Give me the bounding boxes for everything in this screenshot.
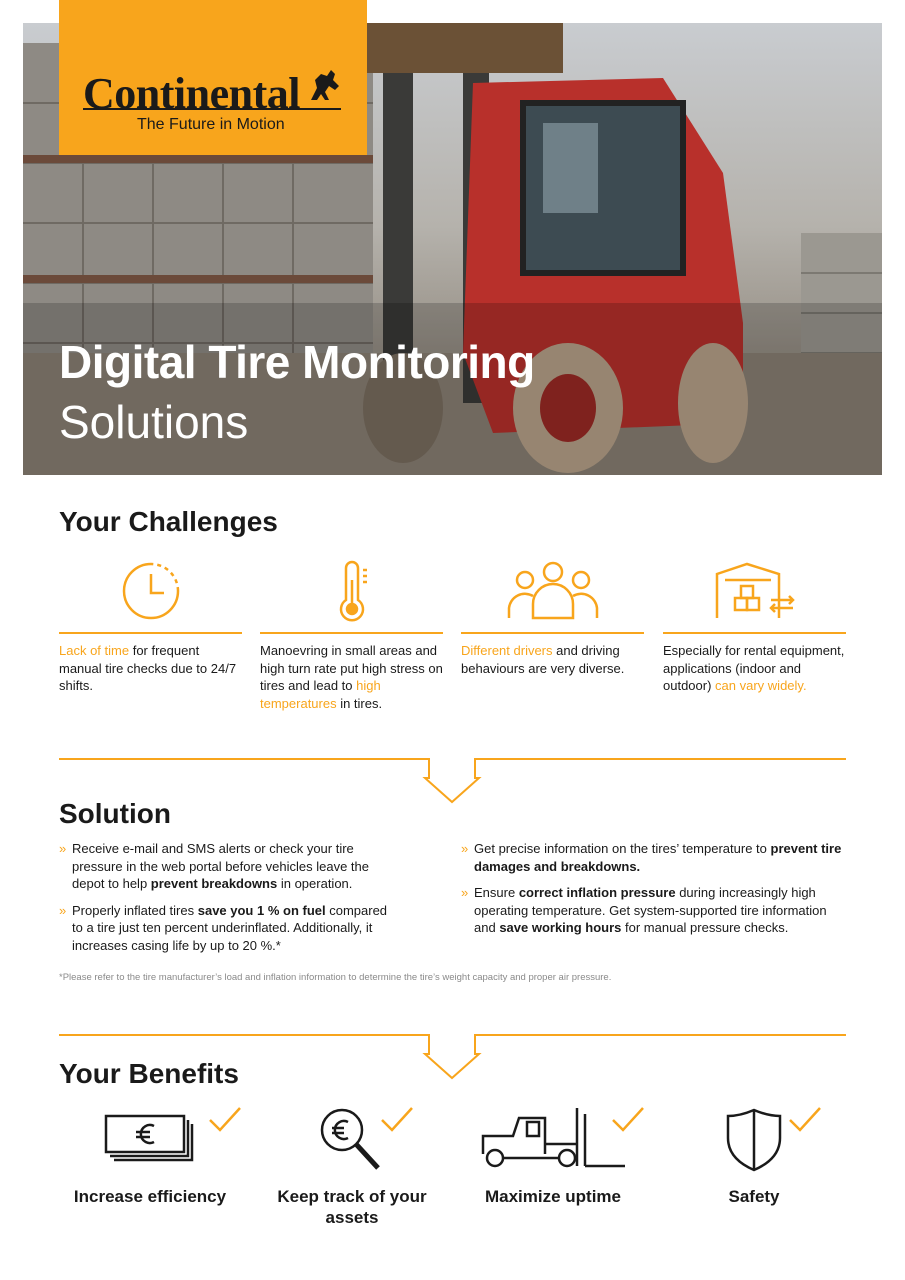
solution-right-column: Get precise information on the tires’ te… — [461, 840, 851, 946]
logo-wordmark: Continental — [83, 69, 300, 118]
horse-logo-icon — [311, 70, 339, 100]
challenge-rule — [260, 632, 443, 634]
solution-heading: Solution — [59, 798, 171, 829]
benefit-item: Increase efficiency — [50, 1104, 250, 1207]
benefit-item: Maximize uptime — [453, 1104, 653, 1207]
challenge-text: Different drivers and driving behaviours… — [461, 643, 625, 676]
clock-icon — [59, 560, 242, 622]
logo-tagline: The Future in Motion — [137, 116, 285, 133]
benefit-item: Keep track of your assets — [252, 1104, 452, 1228]
thermometer-icon — [260, 560, 443, 622]
challenge-item: Different drivers and driving behaviours… — [461, 560, 644, 677]
logo-underline — [83, 108, 341, 110]
hero-title: Digital Tire Monitoring — [59, 336, 535, 388]
benefits-heading: Your Benefits — [59, 1058, 239, 1089]
shield-icon — [726, 1107, 821, 1172]
solution-bullet: Get precise information on the tires’ te… — [461, 840, 851, 875]
challenge-text: Manoevring in small areas and high turn … — [260, 643, 443, 711]
hero-subtitle: Solutions — [59, 396, 249, 448]
footnote: *Please refer to the tire manufacturer’s… — [59, 972, 612, 983]
solution-left-column: Receive e-mail and SMS alerts or check y… — [59, 840, 399, 963]
solution-bullet: Ensure correct inflation pressure during… — [461, 884, 851, 937]
challenge-item: Lack of time for frequent manual tire ch… — [59, 560, 242, 695]
chevron-divider — [59, 758, 846, 804]
continental-logo: Continental The Future in Motion — [59, 0, 367, 155]
challenge-rule — [59, 632, 242, 634]
magnifier-euro-icon — [320, 1107, 413, 1170]
drivers-group-icon — [461, 560, 644, 622]
benefit-label: Safety — [728, 1187, 780, 1206]
forklift-icon — [481, 1107, 644, 1168]
solution-bullet: Properly inflated tires save you 1 % on … — [59, 902, 399, 955]
challenge-text: Especially for rental equipment, applica… — [663, 643, 845, 693]
solution-bullet: Receive e-mail and SMS alerts or check y… — [59, 840, 399, 893]
challenge-item: Especially for rental equipment, applica… — [663, 560, 846, 695]
warehouse-icon — [663, 560, 846, 622]
benefit-label: Increase efficiency — [73, 1187, 227, 1206]
benefit-label: Keep track of your assets — [277, 1187, 427, 1227]
challenges-heading: Your Challenges — [59, 506, 278, 537]
challenge-item: Manoevring in small areas and high turn … — [260, 560, 443, 712]
benefit-item: Safety — [654, 1104, 854, 1207]
challenge-text: Lack of time for frequent manual tire ch… — [59, 643, 237, 693]
benefit-label: Maximize uptime — [484, 1187, 622, 1206]
chevron-divider — [59, 1034, 846, 1080]
challenge-rule — [663, 632, 846, 634]
challenge-rule — [461, 632, 644, 634]
banknotes-icon — [104, 1107, 241, 1162]
